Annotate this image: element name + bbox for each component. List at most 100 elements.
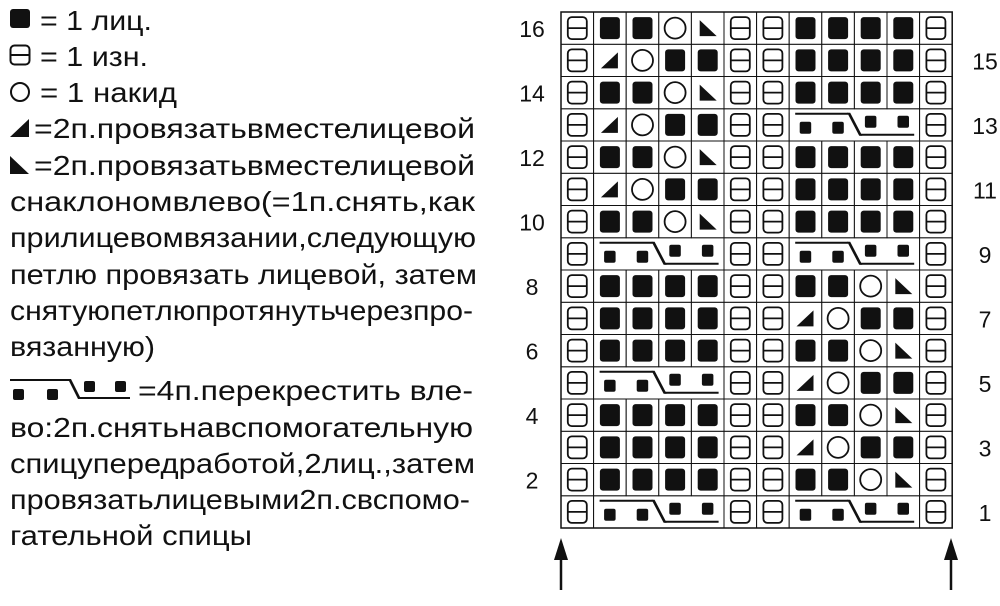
cable-lower-stitch bbox=[832, 250, 844, 263]
knit-stitch-icon bbox=[632, 210, 653, 233]
cable-bottom-line bbox=[860, 520, 915, 523]
cable-diagonal bbox=[651, 499, 667, 523]
k2tog-icon bbox=[796, 310, 814, 327]
chart-row-6 bbox=[560, 334, 953, 368]
purl-stitch-icon bbox=[925, 209, 947, 234]
row-label-16: 16 bbox=[519, 16, 545, 42]
purl-stitch-icon bbox=[762, 499, 784, 524]
knit-symbol-icon bbox=[10, 9, 30, 28]
legend-ssk-line-1: =2п.провязатьвместелицевой bbox=[34, 150, 475, 181]
cable-top-line bbox=[599, 241, 653, 244]
knit-stitch-icon bbox=[599, 404, 620, 427]
knit-stitch-icon bbox=[599, 275, 620, 298]
knit-stitch-icon bbox=[860, 146, 881, 169]
purl-stitch-icon bbox=[762, 177, 784, 202]
knit-stitch-icon bbox=[599, 307, 620, 330]
knit-stitch-icon bbox=[828, 339, 849, 362]
legend-cable-line-2: во:2п.снятьнавспомогательную bbox=[10, 412, 473, 443]
purl-stitch-icon bbox=[762, 370, 784, 395]
purl-stitch-icon bbox=[762, 274, 784, 299]
yarn-over-icon bbox=[826, 435, 850, 459]
purl-stitch-icon bbox=[566, 403, 588, 428]
row-label-11: 11 bbox=[973, 177, 997, 203]
purl-stitch-icon bbox=[762, 467, 784, 492]
start-arrow-left-icon bbox=[554, 538, 568, 590]
purl-stitch-icon bbox=[925, 435, 947, 460]
row-label-12: 12 bbox=[519, 145, 545, 171]
knit-stitch-icon bbox=[632, 468, 653, 491]
knit-stitch-icon bbox=[697, 307, 718, 330]
knit-stitch-icon bbox=[893, 17, 914, 40]
chart-row-13 bbox=[560, 108, 953, 142]
chart-row-8 bbox=[560, 269, 953, 303]
knit-stitch-icon bbox=[860, 371, 881, 394]
knit-stitch-icon bbox=[860, 81, 881, 104]
legend-ssk-line-2: снаклономвлево(=1п.снять,как bbox=[10, 186, 476, 217]
ssk-icon bbox=[895, 471, 913, 488]
purl-stitch-icon bbox=[729, 145, 751, 170]
row-label-6: 6 bbox=[526, 339, 539, 365]
chart-row-11 bbox=[560, 172, 953, 206]
knit-stitch-icon bbox=[599, 339, 620, 362]
cable-lower-stitch bbox=[832, 121, 844, 134]
purl-stitch-icon bbox=[925, 467, 947, 492]
cable-diagonal bbox=[847, 112, 863, 136]
chart-row-16 bbox=[560, 11, 953, 45]
cable-4-left-icon bbox=[795, 499, 915, 523]
knit-stitch-icon bbox=[665, 275, 686, 298]
purl-stitch-icon bbox=[566, 177, 588, 202]
knit-stitch-icon bbox=[795, 178, 816, 201]
knit-stitch-icon bbox=[632, 146, 653, 169]
purl-stitch-icon bbox=[925, 16, 947, 41]
k2tog-icon bbox=[600, 181, 618, 198]
cable-upper-stitch bbox=[701, 502, 714, 515]
cable-upper-stitch bbox=[897, 244, 909, 257]
chart-row-12 bbox=[560, 140, 953, 174]
knit-stitch-icon bbox=[632, 436, 653, 459]
purl-stitch-icon bbox=[925, 177, 947, 202]
purl-stitch-icon bbox=[762, 403, 784, 428]
chart-row-7 bbox=[560, 301, 953, 335]
legend-cable-line-5: гательной спицы bbox=[10, 520, 252, 551]
purl-stitch-icon bbox=[566, 48, 588, 73]
row-label-1: 1 bbox=[979, 500, 992, 526]
cable-lower-stitch bbox=[799, 121, 812, 134]
purl-stitch-icon bbox=[925, 112, 947, 137]
row-label-10: 10 bbox=[519, 210, 545, 236]
purl-stitch-icon bbox=[762, 306, 784, 331]
chart-row-5 bbox=[560, 366, 953, 400]
knit-stitch-icon bbox=[599, 17, 620, 40]
cable-lower-stitch bbox=[604, 379, 616, 392]
purl-stitch-icon bbox=[729, 177, 751, 202]
knit-stitch-icon bbox=[632, 17, 653, 40]
cable-diagonal bbox=[651, 241, 667, 265]
knit-stitch-icon bbox=[860, 210, 881, 233]
purl-stitch-icon bbox=[566, 145, 588, 170]
knit-stitch-icon bbox=[632, 339, 653, 362]
knit-stitch-icon bbox=[893, 436, 914, 459]
knit-stitch-icon bbox=[860, 436, 881, 459]
knit-stitch-icon bbox=[697, 113, 718, 136]
purl-stitch-icon bbox=[925, 145, 947, 170]
cable-top-line bbox=[795, 499, 849, 502]
purl-stitch-icon bbox=[925, 499, 947, 524]
purl-stitch-icon bbox=[925, 48, 947, 73]
knit-stitch-icon bbox=[795, 49, 816, 72]
purl-stitch-icon bbox=[729, 48, 751, 73]
cable-upper-stitch bbox=[864, 115, 877, 128]
purl-stitch-icon bbox=[729, 370, 751, 395]
knit-stitch-icon bbox=[795, 339, 816, 362]
purl-stitch-icon bbox=[566, 306, 588, 331]
purl-stitch-icon bbox=[729, 80, 751, 105]
knit-stitch-icon bbox=[828, 210, 849, 233]
knit-stitch-icon bbox=[632, 81, 653, 104]
cable-upper-stitch bbox=[669, 373, 681, 386]
cable-upper-stitch bbox=[864, 244, 877, 257]
row-label-5: 5 bbox=[979, 371, 992, 397]
ssk-icon bbox=[895, 407, 913, 424]
knit-stitch-icon bbox=[860, 17, 881, 40]
ssk-icon bbox=[699, 84, 717, 101]
cable-4-left-icon bbox=[599, 499, 719, 523]
row-label-15: 15 bbox=[972, 48, 998, 74]
knit-stitch-icon bbox=[697, 404, 718, 427]
